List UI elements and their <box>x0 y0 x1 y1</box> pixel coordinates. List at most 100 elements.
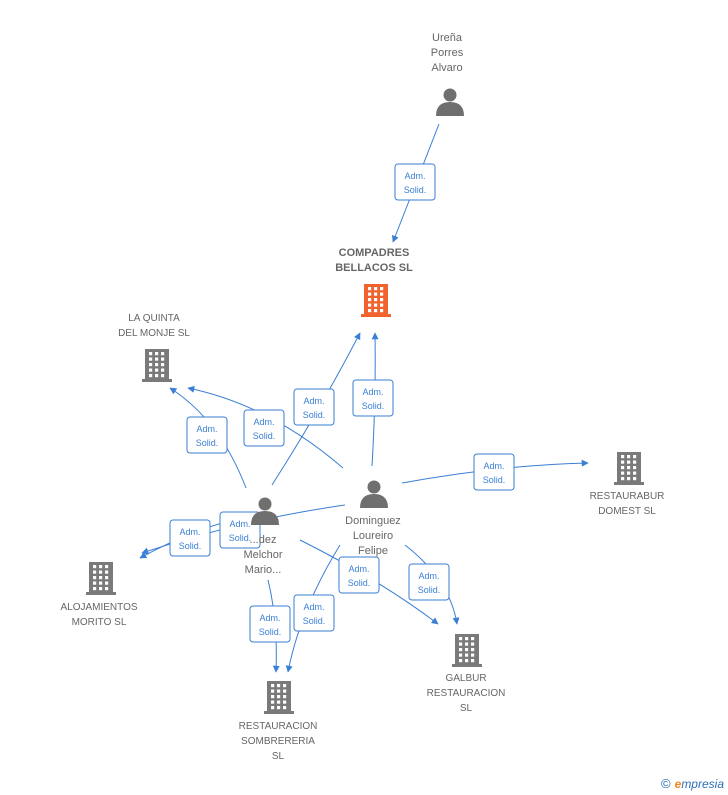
edge-label-line: Adm. <box>404 171 425 181</box>
building-icon <box>142 349 172 382</box>
edge-label-line: Adm. <box>229 519 250 529</box>
building-window <box>105 581 109 585</box>
building-window <box>471 648 475 652</box>
building-icon <box>452 634 482 667</box>
building-window <box>465 659 469 663</box>
building-window <box>271 700 275 704</box>
building-window <box>149 352 153 356</box>
building-icon <box>614 452 644 485</box>
building-window <box>368 292 372 296</box>
building-window <box>374 292 378 296</box>
edge-label-line: Adm. <box>303 396 324 406</box>
building-window <box>105 576 109 580</box>
company-name-line: SL <box>272 751 285 762</box>
edge-label-urena-compadres[interactable]: Adm. Solid. <box>394 163 436 201</box>
edge-label-dominguez-compadres[interactable]: Adm. Solid. <box>352 379 394 417</box>
brand-initial: e <box>674 777 682 791</box>
person-head <box>258 497 272 511</box>
person-icon <box>360 480 388 508</box>
building-window <box>368 298 372 302</box>
building-window <box>633 466 637 470</box>
person-head <box>443 88 457 102</box>
person-icon <box>251 497 279 525</box>
building-window <box>271 695 275 699</box>
person-name-line: Felipe <box>358 545 388 557</box>
company-name-line: ALOJAMIENTOS <box>60 602 137 613</box>
edge-label-melchor-galbur[interactable]: Adm. Solid. <box>338 556 380 594</box>
building-window <box>277 695 281 699</box>
building-window <box>105 570 109 574</box>
company-name-line: BELLACOS SL <box>335 262 413 274</box>
building-window <box>380 287 384 291</box>
building-window <box>277 684 281 688</box>
edge-label-dominguez-alojamientos[interactable]: Adm. Solid. <box>219 511 261 549</box>
building-window <box>155 352 159 356</box>
company-name-line: RESTAURACION <box>239 721 318 732</box>
building-window <box>283 700 287 704</box>
building-window <box>93 587 97 591</box>
building-window <box>161 374 165 378</box>
edge-label-dominguez-galbur[interactable]: Adm.Solid. <box>408 563 450 601</box>
edge-label-dominguez-quinta[interactable]: Adm.Solid. <box>243 409 285 447</box>
building-window <box>380 292 384 296</box>
edge-label-line: Adm. <box>483 461 504 471</box>
building-window <box>155 368 159 372</box>
building-window <box>380 309 384 313</box>
person-name-line: Mario... <box>245 564 282 576</box>
person-node-melchor[interactable]: ...dezMelchorMario... <box>243 497 283 577</box>
building-window <box>99 576 103 580</box>
building-window <box>465 653 469 657</box>
building-window <box>374 303 378 307</box>
building-base <box>361 314 391 317</box>
building-window <box>99 570 103 574</box>
building-window <box>465 642 469 646</box>
edge-label-line: Solid. <box>196 438 219 448</box>
edge-label-line: Solid. <box>253 431 276 441</box>
building-window <box>459 659 463 663</box>
edge-label-line: Adm. <box>196 424 217 434</box>
building-window <box>271 706 275 710</box>
edge-label-dominguez-sombrereria[interactable]: Adm.Solid. <box>293 594 335 632</box>
edge-label-line: Adm. <box>348 564 369 574</box>
edge-label-line: Solid. <box>348 578 371 588</box>
person-name-line: Porres <box>431 47 464 59</box>
edge-label-line: Solid. <box>362 401 385 411</box>
building-window <box>380 303 384 307</box>
building-window <box>368 309 372 313</box>
company-name-line: GALBUR <box>445 673 486 684</box>
edge-label-line: Adm. <box>362 387 383 397</box>
building-window <box>155 363 159 367</box>
building-window <box>633 455 637 459</box>
edge-label-melchor-sombrereria[interactable]: Adm.Solid. <box>249 605 291 643</box>
building-window <box>633 460 637 464</box>
edge-label-line: Adm. <box>259 613 280 623</box>
building-window <box>149 357 153 361</box>
edge-label-line: Solid. <box>229 533 252 543</box>
building-window <box>283 689 287 693</box>
edge-label-melchor-quinta[interactable]: Adm. Solid. <box>186 416 228 454</box>
edge-label-melchor-alojamientos[interactable]: Adm.Solid. <box>169 519 211 557</box>
building-window <box>633 477 637 481</box>
building-window <box>149 363 153 367</box>
building-window <box>465 648 469 652</box>
building-window <box>155 357 159 361</box>
edge-label-dominguez-restaurabur[interactable]: Adm.Solid. <box>473 453 515 491</box>
edge-label-line: Solid. <box>404 185 427 195</box>
brand-name: mpresia <box>681 777 724 791</box>
building-window <box>627 460 631 464</box>
building-window <box>93 576 97 580</box>
credit[interactable]: ©empresia <box>661 776 724 791</box>
building-window <box>277 706 281 710</box>
person-name-line: Dominguez <box>345 515 401 527</box>
person-name-line: Ureña <box>432 32 463 44</box>
person-body <box>251 511 279 525</box>
edge-label-melchor-compadres[interactable]: Adm.Solid. <box>293 388 335 426</box>
